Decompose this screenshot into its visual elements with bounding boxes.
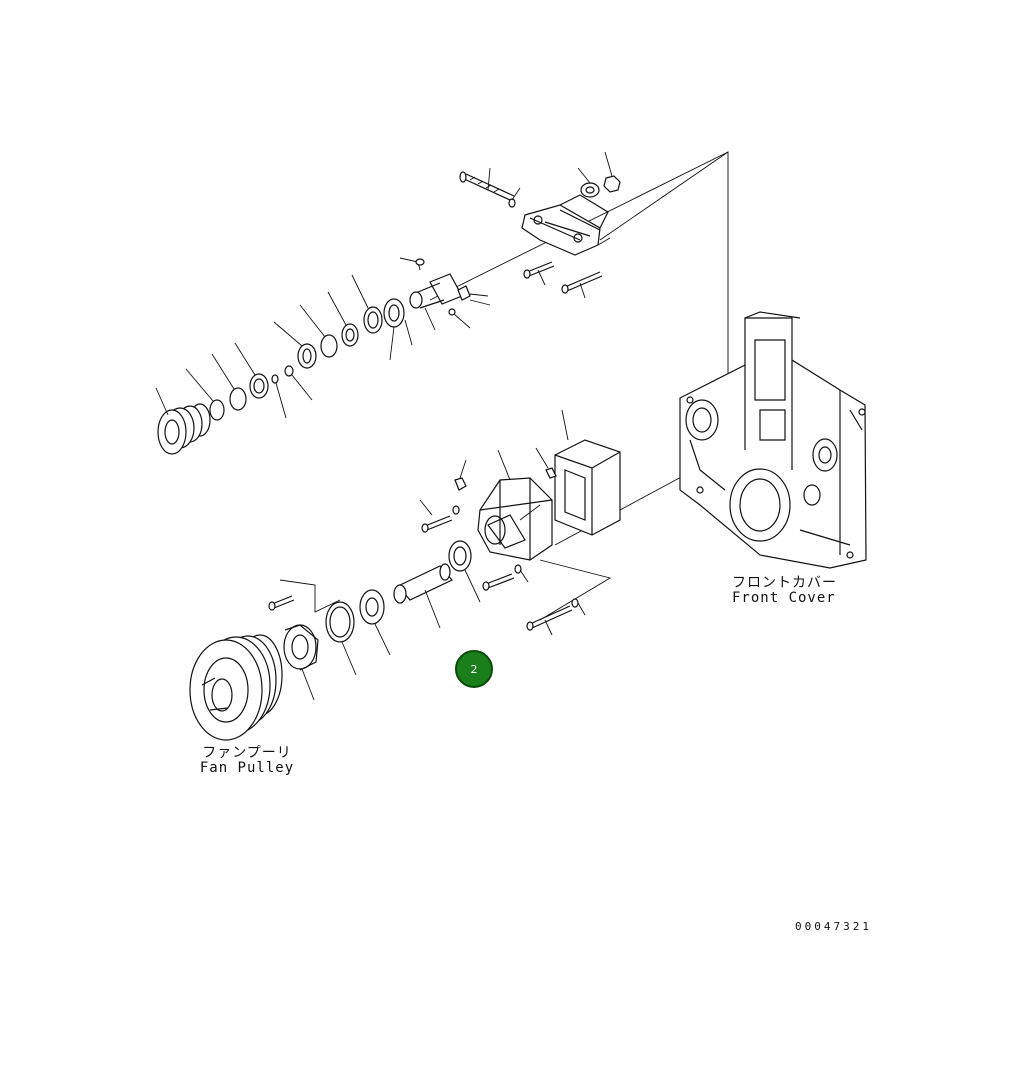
front-cover <box>679 311 867 569</box>
callout-marker[interactable]: 2 <box>455 650 493 688</box>
front-cover-label-en: Front Cover <box>732 590 836 606</box>
fan-pulley-label-jp: ファンプーリ <box>202 745 292 761</box>
upper-washers <box>508 151 621 208</box>
document-number: 00047321 <box>795 920 872 933</box>
front-cover-label-jp: フロントカバー <box>732 575 837 591</box>
upper-bearing-stack <box>185 274 413 421</box>
fan-pulley <box>189 634 283 741</box>
fan-bracket <box>477 449 553 561</box>
callout-marker-label: 2 <box>470 662 478 676</box>
fan-bearings <box>325 540 481 676</box>
fan-bracket-hardware <box>419 447 586 636</box>
bracket-bolts <box>523 237 611 299</box>
tension-shaft <box>399 257 491 331</box>
fan-hub <box>268 595 319 701</box>
fan-pulley-label-en: Fan Pulley <box>199 760 295 776</box>
idler-pulley <box>155 387 211 455</box>
tension-bracket <box>521 194 609 256</box>
long-bolt <box>459 167 515 201</box>
spacer-block <box>554 409 621 536</box>
